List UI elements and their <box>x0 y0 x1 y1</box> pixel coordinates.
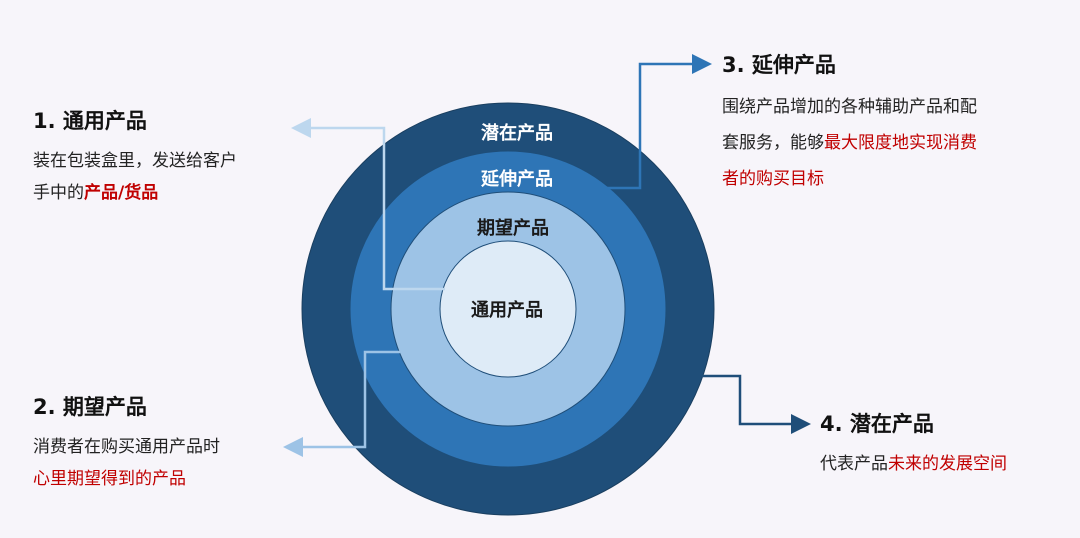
connector-generic <box>291 118 445 291</box>
expected-line-2: 心里期望得到的产品 <box>33 469 186 489</box>
expected-product-heading: 2. 期望产品 <box>33 395 147 419</box>
connector-expected <box>283 350 400 457</box>
extended-line-2-plain: 套服务，能够 <box>722 133 824 153</box>
potential-line-1-plain: 代表产品 <box>820 454 888 474</box>
generic-product-heading: 1. 通用产品 <box>33 109 147 133</box>
potential-line-1: 代表产品未来的发展空间 <box>820 448 1070 480</box>
expected-line-1: 消费者在购买通用产品时 <box>33 437 220 457</box>
connector-extended <box>606 54 712 190</box>
block-expected-product: 2. 期望产品 消费者在购买通用产品时 心里期望得到的产品 <box>33 393 293 495</box>
block-extended-product: 3. 延伸产品 围绕产品增加的各种辅助产品和配 套服务，能够最大限度地实现消费 … <box>722 51 1062 197</box>
block-generic-product: 1. 通用产品 装在包装盒里，发送给客户 手中的产品/货品 <box>33 107 303 209</box>
potential-line-1-highlight: 未来的发展空间 <box>888 454 1007 474</box>
ring-label-potential: 潜在产品 <box>481 122 553 144</box>
block-potential-product: 4. 潜在产品 代表产品未来的发展空间 <box>820 410 1070 480</box>
potential-product-heading: 4. 潜在产品 <box>820 412 934 436</box>
generic-line-2: 手中的产品/货品 <box>33 177 303 209</box>
extended-line-3: 者的购买目标 <box>722 169 824 189</box>
ring-label-extended: 延伸产品 <box>480 168 553 190</box>
connector-potential <box>702 374 811 434</box>
ring-label-core: 通用产品 <box>471 299 543 321</box>
extended-product-heading: 3. 延伸产品 <box>722 53 836 77</box>
ring-label-expected: 期望产品 <box>477 217 549 239</box>
extended-line-1: 围绕产品增加的各种辅助产品和配 <box>722 97 977 117</box>
generic-line-2-highlight: 产品/货品 <box>84 183 159 203</box>
potential-product-description: 代表产品未来的发展空间 <box>820 448 1070 480</box>
generic-line-1: 装在包装盒里，发送给客户 <box>33 151 237 171</box>
expected-product-description: 消费者在购买通用产品时 心里期望得到的产品 <box>33 431 293 495</box>
generic-product-description: 装在包装盒里，发送给客户 手中的产品/货品 <box>33 145 303 209</box>
extended-line-2-highlight: 最大限度地实现消费 <box>824 133 977 153</box>
extended-line-2: 套服务，能够最大限度地实现消费 <box>722 125 1062 161</box>
generic-line-2-plain: 手中的 <box>33 183 84 203</box>
ring-core <box>439 240 577 378</box>
extended-product-description: 围绕产品增加的各种辅助产品和配 套服务，能够最大限度地实现消费 者的购买目标 <box>722 89 1062 197</box>
